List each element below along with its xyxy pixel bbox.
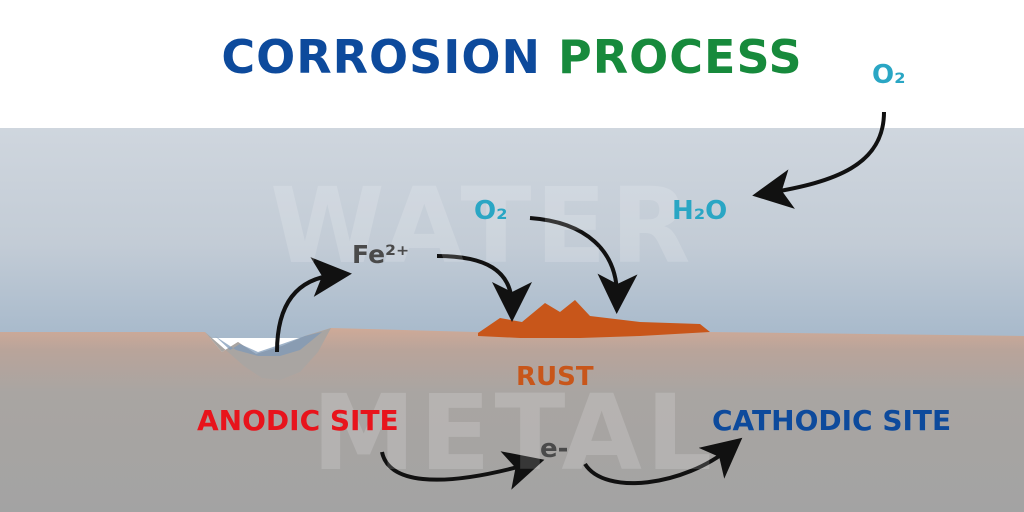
rust-deposit <box>478 300 710 338</box>
label-o2-air: O₂ <box>872 60 906 90</box>
label-h2o: H₂O <box>672 196 728 226</box>
pit-water <box>215 332 322 356</box>
arrow-anode-to-fe <box>275 257 352 353</box>
label-o2-water: O₂ <box>474 196 508 226</box>
arrow-electron-to-cathode <box>583 437 743 486</box>
title-part-1: CORROSION <box>221 30 542 84</box>
label-electron: e- <box>540 434 569 464</box>
arrow-anode-to-electron <box>380 451 545 490</box>
label-anodic-site: ANODIC SITE <box>197 404 399 437</box>
metal-zone-label: METAL <box>312 372 717 494</box>
arrow-air-o2-to-h2o <box>752 111 886 209</box>
arrow-o2-to-rust <box>529 216 638 314</box>
arrow-fe-to-rust <box>436 254 532 322</box>
label-iron-ion: Fe²⁺ <box>352 240 410 269</box>
label-cathodic-site: CATHODIC SITE <box>712 404 952 437</box>
label-rust: RUST <box>516 362 594 392</box>
page-title: CORROSION PROCESS <box>0 30 1024 84</box>
water-zone-label: WATER <box>270 165 695 287</box>
title-part-2: PROCESS <box>558 30 803 84</box>
